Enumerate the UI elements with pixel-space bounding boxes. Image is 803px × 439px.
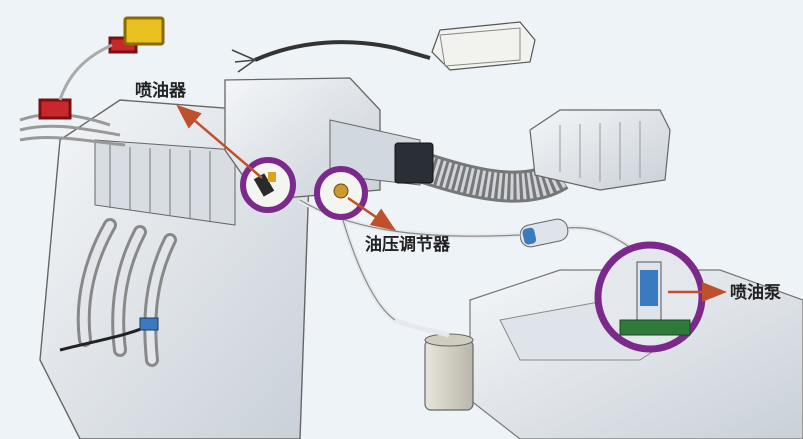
air-filter — [529, 109, 671, 191]
pressure-regulator-arrow — [347, 196, 397, 231]
charcoal-canister — [424, 333, 474, 411]
fuel-pump-highlight — [594, 241, 706, 353]
pressure-regulator-label: 油压调节器 — [365, 234, 451, 255]
callout-arrows — [176, 104, 727, 302]
injector-arrow — [176, 104, 263, 179]
fuel-filter — [519, 218, 569, 248]
ecu-unit — [431, 21, 536, 71]
injector-label: 喷油器 — [135, 80, 187, 101]
ecu-cable-ends — [231, 49, 256, 73]
air-intake-hose — [394, 142, 569, 203]
ecu-cable — [254, 40, 431, 62]
fuel-pump-label: 喷油泵 — [730, 282, 781, 303]
sensor-connector — [139, 317, 159, 331]
ignition-wires — [19, 16, 165, 147]
pressure-regulator-highlight — [314, 166, 368, 220]
